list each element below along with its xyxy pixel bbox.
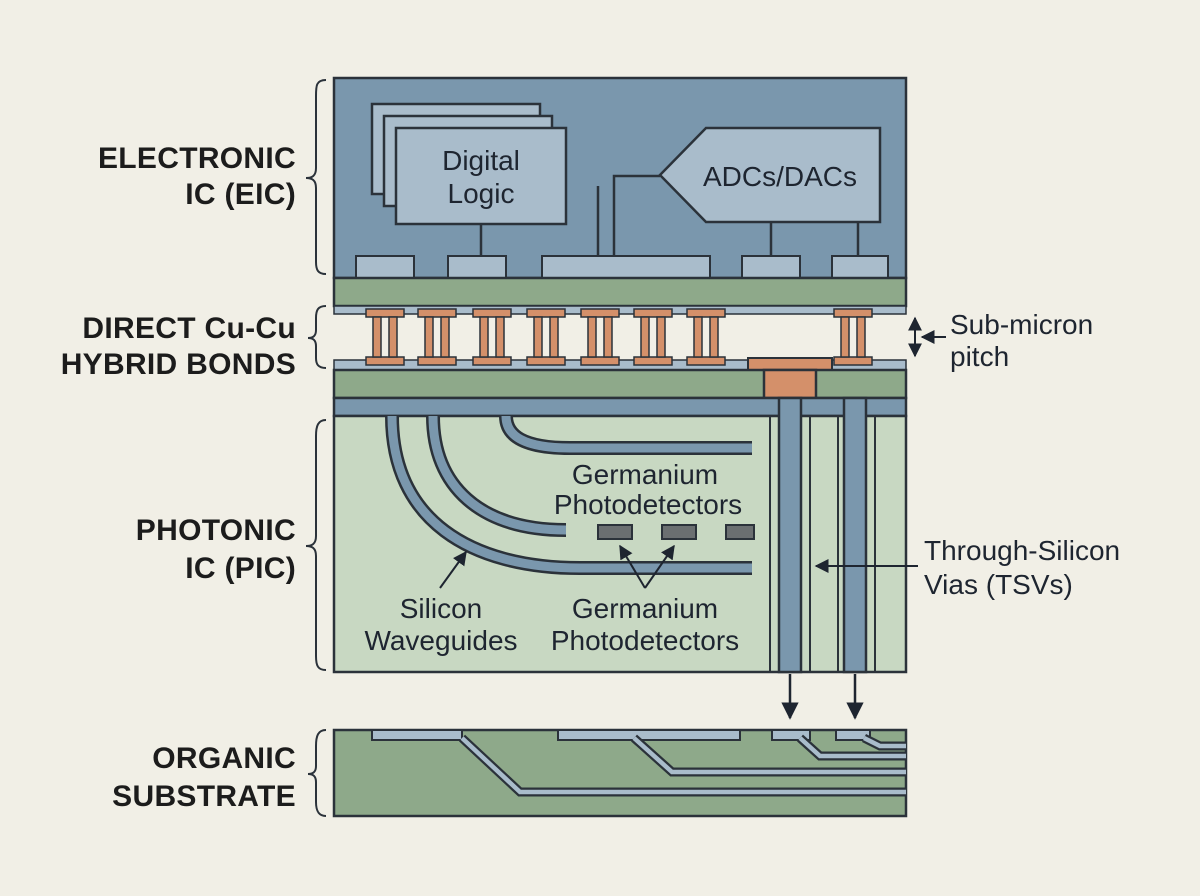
eic-bond-pads	[355, 255, 889, 279]
substrate-pad	[557, 729, 741, 741]
pic-metal-layer	[332, 368, 908, 400]
eic-label-line1: ELECTRONIC	[98, 142, 296, 175]
germanium-photodetectors	[597, 524, 755, 540]
eic-pad	[541, 255, 711, 279]
digital-logic-label-line1: Digital	[442, 145, 520, 176]
substrate-pad	[371, 729, 463, 741]
eic-layer: Digital Logic ADCs/DACs	[332, 76, 908, 280]
waveguide-middle-core	[428, 415, 567, 535]
tsv-callout: Through-Silicon Vias (TSVs)	[814, 535, 1120, 600]
waveguide-outer-core	[387, 415, 752, 573]
pic-layer: Germanium Photodetectors Silicon Wavegui…	[332, 396, 908, 674]
detector-arrow-left	[619, 544, 646, 589]
pitch-callout: Sub-micron pitch	[908, 309, 1093, 372]
substrate-trace	[460, 736, 906, 795]
pic-label-line2: IC (PIC)	[185, 552, 296, 585]
tsv	[842, 396, 868, 674]
eic-pad	[741, 255, 801, 279]
silicon-waveguides	[385, 415, 752, 575]
tsv-landing-pad	[762, 368, 818, 400]
photodetector	[597, 524, 633, 540]
substrate-pad	[771, 729, 811, 741]
through-silicon-vias	[769, 396, 876, 674]
bonds-brace	[307, 305, 327, 369]
tsv-bond-pad	[747, 357, 833, 371]
adc-dac-label: ADCs/DACs	[703, 161, 857, 192]
detector-arrow-right	[644, 544, 675, 589]
substrate-trace	[798, 736, 906, 759]
cu-bond-pillar	[417, 308, 457, 366]
cu-bond-pillar	[526, 308, 566, 366]
eic-pad	[831, 255, 889, 279]
digital-logic-label-line2: Logic	[448, 178, 515, 209]
pitch-line1: Sub-micron	[950, 309, 1093, 340]
bonds-label-line1: DIRECT Cu-Cu	[82, 312, 296, 345]
eic-internal-wiring	[479, 174, 860, 256]
bonds-label-line2: HYBRID BONDS	[61, 348, 296, 381]
eic-brace	[305, 79, 327, 275]
photodetectors-top-line2: Photodetectors	[554, 489, 742, 520]
waveguides-line2: Waveguides	[364, 625, 517, 656]
eic-pad	[355, 255, 415, 279]
pic-side-label: PHOTONIC IC (PIC)	[136, 514, 296, 585]
substrate-label-line1: ORGANIC	[152, 742, 296, 775]
cu-bond-pillar	[833, 308, 873, 366]
tsv-line1: Through-Silicon	[924, 535, 1120, 566]
cu-bond-pillar	[686, 308, 726, 366]
photodetectors-bottom-line1: Germanium	[572, 593, 718, 624]
photodetectors-top-line1: Germanium	[572, 459, 718, 490]
photodetector	[725, 524, 755, 540]
tsv-line2: Vias (TSVs)	[924, 569, 1073, 600]
cu-bond-pillar	[580, 308, 620, 366]
cu-bond-pillars	[365, 308, 873, 366]
adc-dac-block	[658, 126, 882, 224]
pitch-line2: pitch	[950, 341, 1009, 372]
eic-side-label: ELECTRONIC IC (EIC)	[98, 142, 296, 211]
pic-callout-arrows	[439, 544, 675, 589]
pic-label-line1: PHOTONIC	[136, 514, 296, 547]
waveguide-inner-core	[501, 415, 752, 453]
cu-bond-pillar	[365, 308, 405, 366]
eic-metal-layer	[332, 276, 908, 308]
digital-logic-block	[394, 126, 568, 226]
pic-routing-strip	[332, 396, 908, 418]
eic-label-line2: IC (EIC)	[185, 178, 296, 211]
substrate-pads	[371, 729, 871, 741]
photodetector	[661, 524, 697, 540]
cu-bond-pillar	[633, 308, 673, 366]
substrate-layer	[332, 728, 908, 818]
eic-pad	[447, 255, 507, 279]
substrate-trace	[862, 735, 906, 749]
bonds-side-label: DIRECT Cu-Cu HYBRID BONDS	[61, 312, 296, 381]
substrate-pad	[835, 729, 871, 741]
cu-bond-pillar	[472, 308, 512, 366]
photodetectors-bottom-line2: Photodetectors	[551, 625, 739, 656]
pic-brace	[305, 419, 327, 671]
substrate-side-label: ORGANIC SUBSTRATE	[112, 742, 296, 813]
tsv-down-arrows	[781, 674, 864, 720]
substrate-brace	[307, 729, 327, 817]
waveguide-arrow	[439, 550, 467, 589]
bond-top-strip	[333, 305, 907, 315]
substrate-traces	[458, 733, 906, 797]
substrate-label-line2: SUBSTRATE	[112, 780, 296, 813]
hybrid-bond-layer	[333, 305, 907, 371]
tsv	[777, 396, 803, 674]
waveguides-line1: Silicon	[400, 593, 482, 624]
substrate-trace	[632, 736, 906, 775]
